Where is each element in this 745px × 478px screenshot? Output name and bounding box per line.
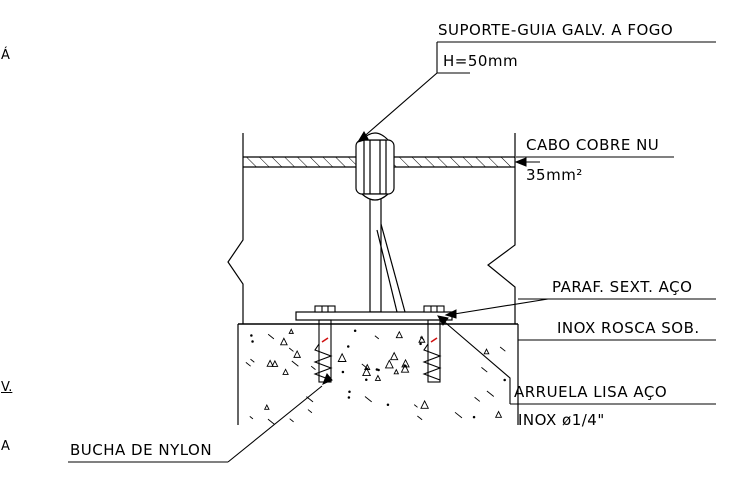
nylon-anchor-right — [422, 337, 442, 381]
label-screw-line2: INOX ROSCA SOB. — [557, 319, 700, 337]
label-washer-line1: ARRUELA LISA AÇO — [514, 383, 668, 401]
base-plate — [295, 311, 453, 321]
label-support-guide: SUPORTE-GUIA GALV. A FOGO — [438, 21, 674, 39]
label-cable: CABO COBRE NU — [526, 136, 660, 154]
concrete-slab — [237, 323, 519, 425]
edge-fragment-top: Á — [1, 48, 10, 63]
label-support-height: H=50mm — [443, 52, 519, 70]
wall-outline — [227, 133, 516, 324]
leader-lines — [68, 41, 716, 463]
edge-fragment-mid: V. — [1, 380, 13, 395]
edge-fragment-bottom: A — [1, 439, 10, 454]
label-washer-line2: INOX ø1/4" — [518, 411, 605, 429]
label-cable-section: 35mm² — [526, 166, 583, 184]
arrowheads — [322, 131, 527, 385]
label-anchor: BUCHA DE NYLON — [70, 441, 213, 459]
nylon-anchor-left — [313, 337, 333, 381]
support-guide — [355, 132, 406, 313]
label-screw-line1: PARAF. SEXT. AÇO — [552, 278, 693, 296]
concrete-aggregate — [245, 328, 506, 425]
hex-bolt-left — [314, 305, 336, 383]
